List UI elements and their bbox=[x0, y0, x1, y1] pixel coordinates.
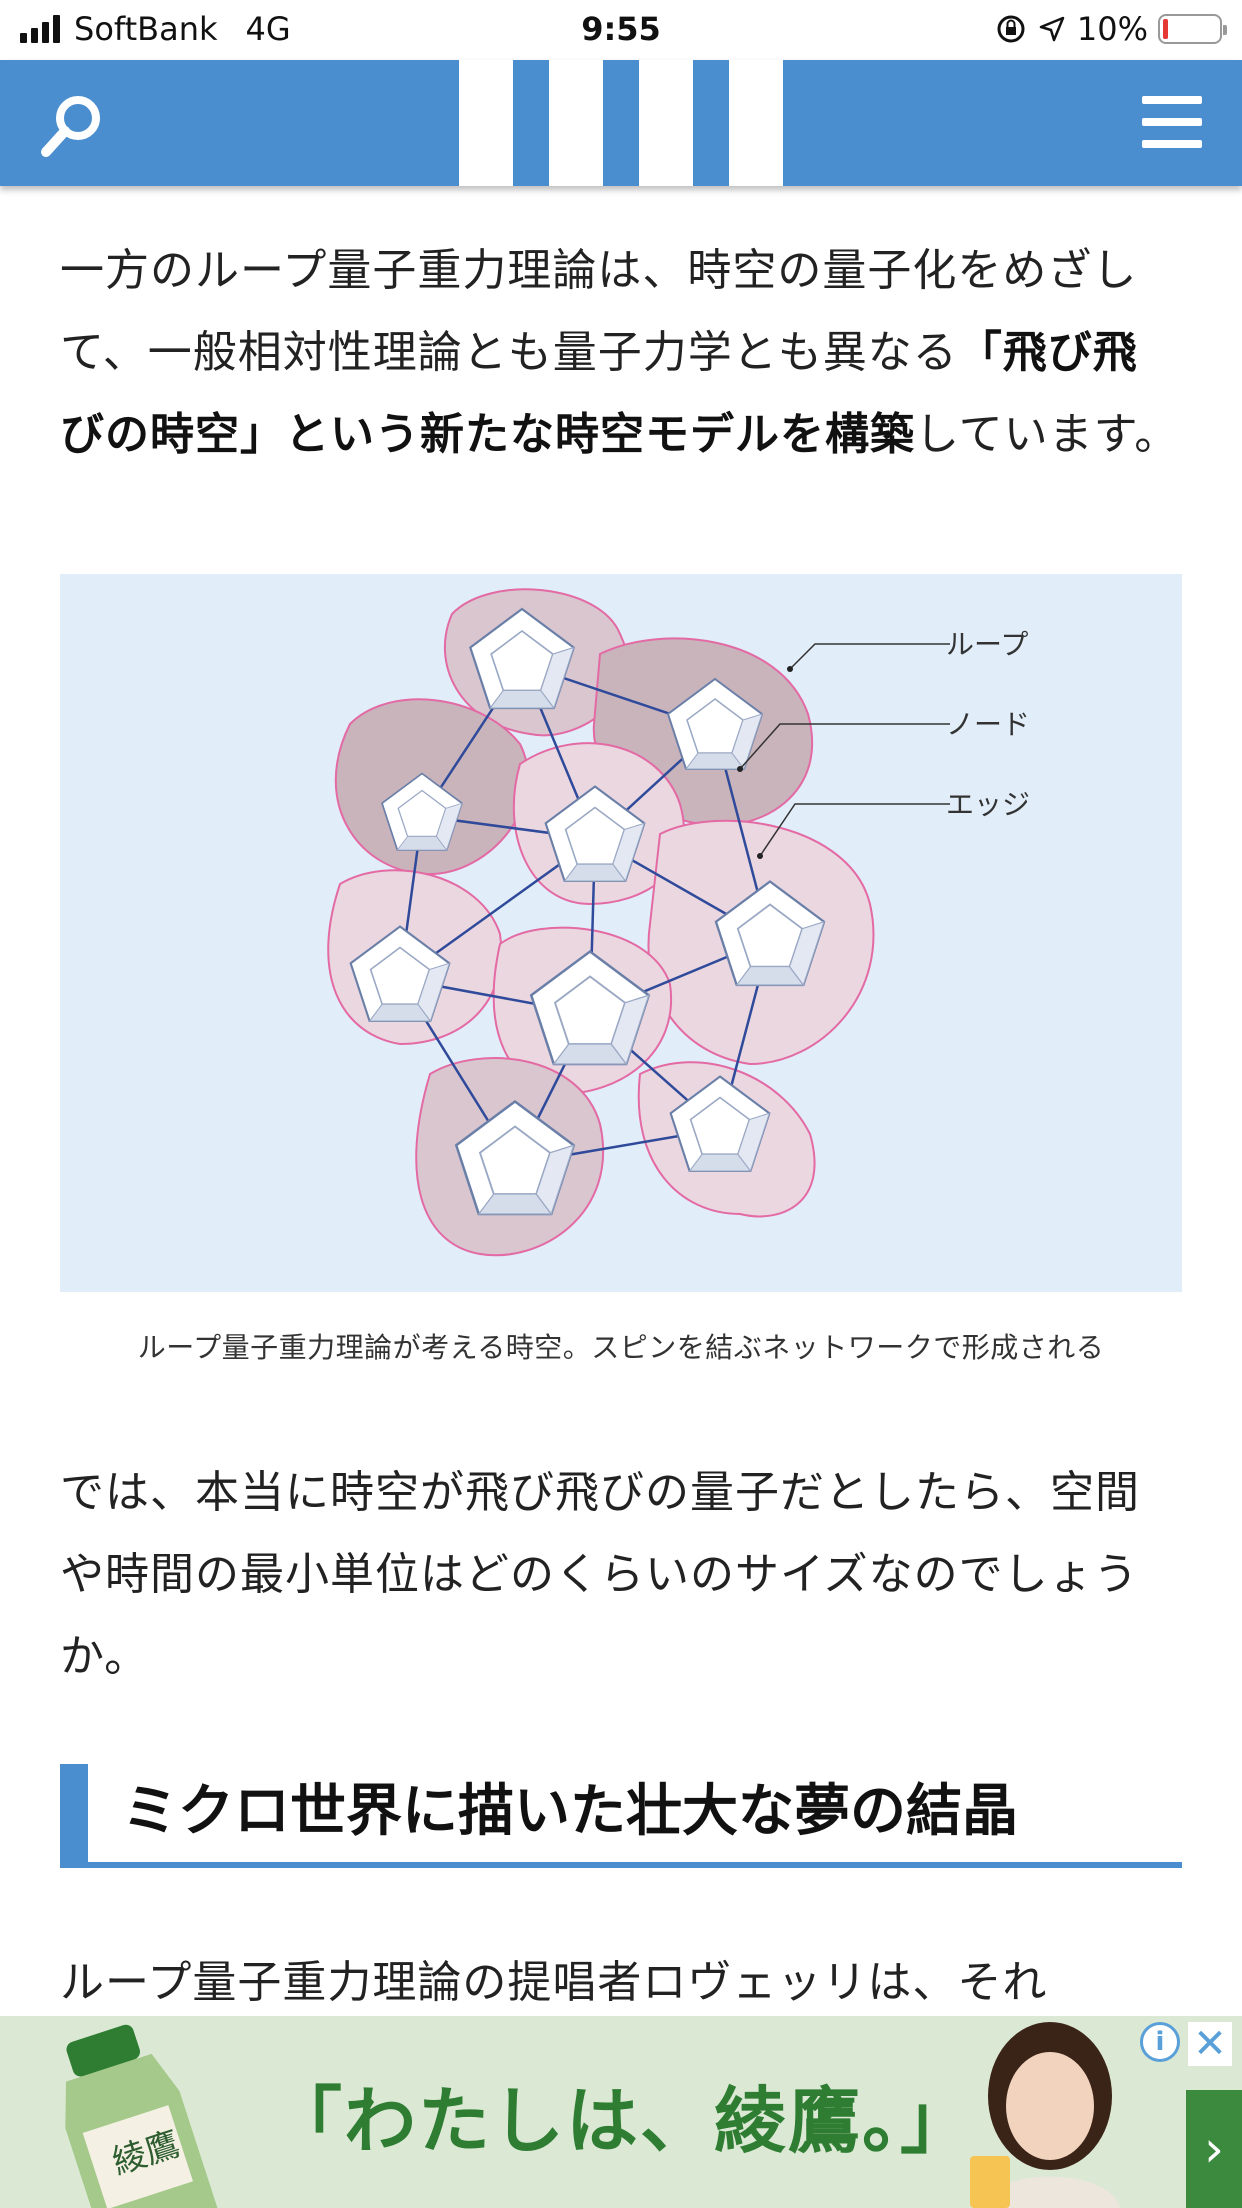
status-right: 10% bbox=[995, 10, 1227, 48]
battery-icon bbox=[1158, 14, 1227, 44]
info-icon[interactable]: i bbox=[1140, 2022, 1180, 2062]
hamburger-line bbox=[1142, 140, 1202, 148]
ad-banner[interactable]: 綾鷹 「わたしは、綾鷹。」 i ✕ › bbox=[0, 2016, 1242, 2208]
figure-caption: ループ量子重力理論が考える時空。スピンを結ぶネットワークで形成される bbox=[137, 1331, 1105, 1364]
article-paragraph: では、本当に時空が飛び飛びの量子だとしたら、空間や時間の最小単位はどのくらいのサ… bbox=[60, 1467, 1140, 1682]
spin-network-diagram: ループ ノード エッジ bbox=[327, 588, 1030, 1257]
close-icon[interactable]: ✕ bbox=[1188, 2021, 1232, 2067]
search-icon bbox=[41, 96, 100, 157]
search-button[interactable] bbox=[38, 90, 108, 160]
paragraph-text: しています。 bbox=[915, 409, 1180, 460]
location-icon bbox=[1039, 16, 1065, 42]
article-paragraph: 一方のループ量子重力理論は、時空の量子化をめざして、一般相対性理論とも量子力学と… bbox=[60, 230, 1182, 476]
site-logo[interactable] bbox=[459, 60, 783, 186]
chevron-right-icon[interactable]: › bbox=[1186, 2090, 1242, 2208]
rotation-lock-icon bbox=[997, 15, 1025, 43]
hamburger-line bbox=[1142, 118, 1202, 126]
status-time: 9:55 bbox=[581, 10, 661, 48]
section-heading: ミクロ世界に描いた壮大な夢の結晶 bbox=[60, 1764, 1182, 1868]
menu-button[interactable] bbox=[1142, 96, 1202, 148]
label-edge: エッジ bbox=[946, 788, 1030, 821]
carrier-name: SoftBank bbox=[74, 10, 218, 48]
label-loop: ループ bbox=[946, 628, 1028, 661]
battery-percent: 10% bbox=[1076, 10, 1148, 48]
article-content: 一方のループ量子重力理論は、時空の量子化をめざして、一般相対性理論とも量子力学と… bbox=[60, 186, 1182, 2024]
ad-person-image bbox=[970, 2022, 1120, 2208]
signal-icon bbox=[20, 15, 60, 43]
spin-network-figure: ループ ノード エッジ bbox=[60, 574, 1182, 1292]
status-left: SoftBank 4G bbox=[20, 10, 291, 48]
label-node: ノード bbox=[946, 708, 1030, 741]
paragraph-text: 一方のループ量子重力理論は、時空の量子化をめざして、一般相対性理論とも量子力学と… bbox=[60, 245, 1138, 378]
paragraph-bold-text: 「飛び飛びの時空」という新たな時空モデルを構築 bbox=[60, 327, 1138, 460]
top-navbar bbox=[0, 60, 1242, 186]
article-paragraph-partial: ループ量子重力理論の提唱者ロヴェッリは、それ bbox=[60, 1957, 1048, 2008]
hamburger-menu-icon bbox=[1142, 96, 1202, 104]
status-bar: SoftBank 4G 9:55 10% bbox=[0, 0, 1242, 60]
ad-slogan: 「わたしは、綾鷹。」 bbox=[270, 2079, 975, 2163]
ad-bottle-image: 綾鷹 bbox=[65, 2024, 220, 2208]
network-type: 4G bbox=[245, 10, 291, 48]
